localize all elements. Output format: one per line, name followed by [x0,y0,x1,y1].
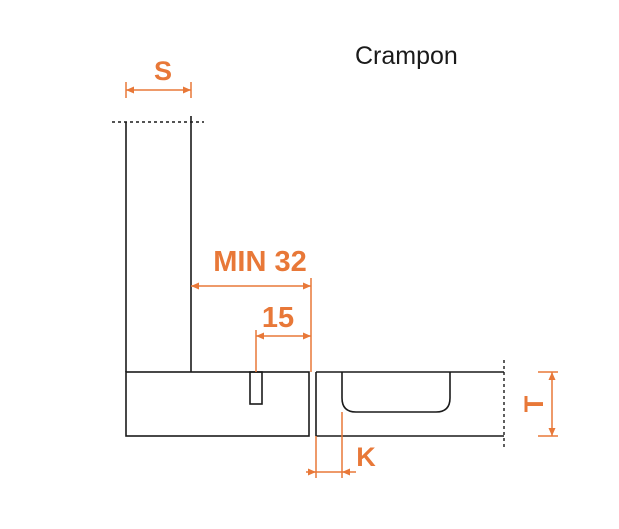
dowel-slot [249,371,263,405]
dimension-k: K [306,412,376,478]
dimension-label-t: T [519,395,549,412]
crampon-recess [341,372,451,413]
dimension-label-15: 15 [262,302,294,334]
dimension-min-32: MIN 32 [191,246,312,372]
dimension-label-s: S [154,56,172,86]
dimension-s: S [125,56,192,98]
diagram-title: Crampon [355,42,458,70]
base-panel [125,371,310,437]
dimension-label-min-32: MIN 32 [213,246,306,278]
dimension-15: 15 [255,302,311,372]
side-panel [112,116,204,372]
dimension-t: T [519,371,558,437]
crampon-piece [315,360,505,450]
dimension-label-k: K [356,442,376,472]
